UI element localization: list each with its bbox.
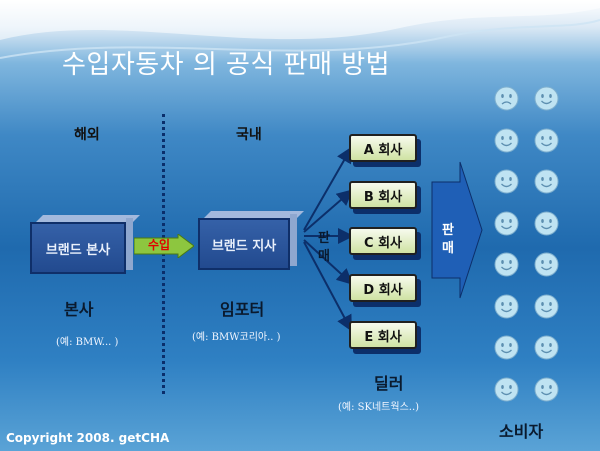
- header-wave-decoration: [0, 0, 600, 59]
- smiley-face-icon: [534, 377, 559, 402]
- hq-box-label: 브랜드 본사: [30, 222, 126, 274]
- smiley-face-icon: [534, 169, 559, 194]
- fan-out-arrows: [303, 146, 354, 332]
- sale-arrow: [431, 161, 483, 299]
- dealer-b: B 회사: [349, 181, 417, 209]
- importer-example: (예: BMW코리아.. ): [192, 332, 281, 343]
- dealer-a: A 회사: [349, 134, 417, 162]
- smiley-face-icon: [534, 128, 559, 153]
- smiley-face-icon: [494, 211, 519, 236]
- region-overseas: 해외: [74, 127, 100, 143]
- smiley-face-icon: [534, 335, 559, 360]
- copyright: Copyright 2008. getCHA: [6, 431, 170, 445]
- smiley-face-icon: [494, 377, 519, 402]
- smiley-face-icon: [494, 128, 519, 153]
- smiley-face-icon: [494, 335, 519, 360]
- import-label: 수입: [148, 238, 171, 252]
- smiley-face-icon: [534, 294, 559, 319]
- dealer-e: E 회사: [349, 321, 417, 349]
- import-arrow: [134, 234, 194, 258]
- region-domestic: 국내: [236, 127, 262, 143]
- smiley-face-icon: [494, 294, 519, 319]
- smiley-face-icon: [494, 169, 519, 194]
- sale-arrow-label: 판 매: [442, 223, 454, 256]
- sale-label-small: 판 매: [318, 231, 330, 264]
- sad-face-icon: [494, 86, 519, 111]
- dealer-example: (예: SK네트웍스..): [338, 402, 420, 413]
- smiley-face-icon: [534, 211, 559, 236]
- importer-box-label: 브랜드 지사: [198, 218, 290, 270]
- smiley-face-icon: [534, 252, 559, 277]
- dealer-c: C 회사: [349, 227, 417, 255]
- page-title: 수입자동차 의 공식 판매 방법: [62, 50, 391, 80]
- dealer-d: D 회사: [349, 274, 417, 302]
- importer-caption: 임포터: [220, 300, 265, 319]
- dealer-caption: 딜러: [374, 374, 404, 393]
- hq-caption: 본사: [64, 300, 94, 319]
- smiley-face-icon: [494, 252, 519, 277]
- importer-box: 브랜드 지사: [198, 211, 304, 270]
- hq-example: (예: BMW... ): [56, 337, 119, 348]
- consumer-caption: 소비자: [499, 422, 544, 441]
- hq-box: 브랜드 본사: [30, 215, 140, 274]
- smiley-face-icon: [534, 86, 559, 111]
